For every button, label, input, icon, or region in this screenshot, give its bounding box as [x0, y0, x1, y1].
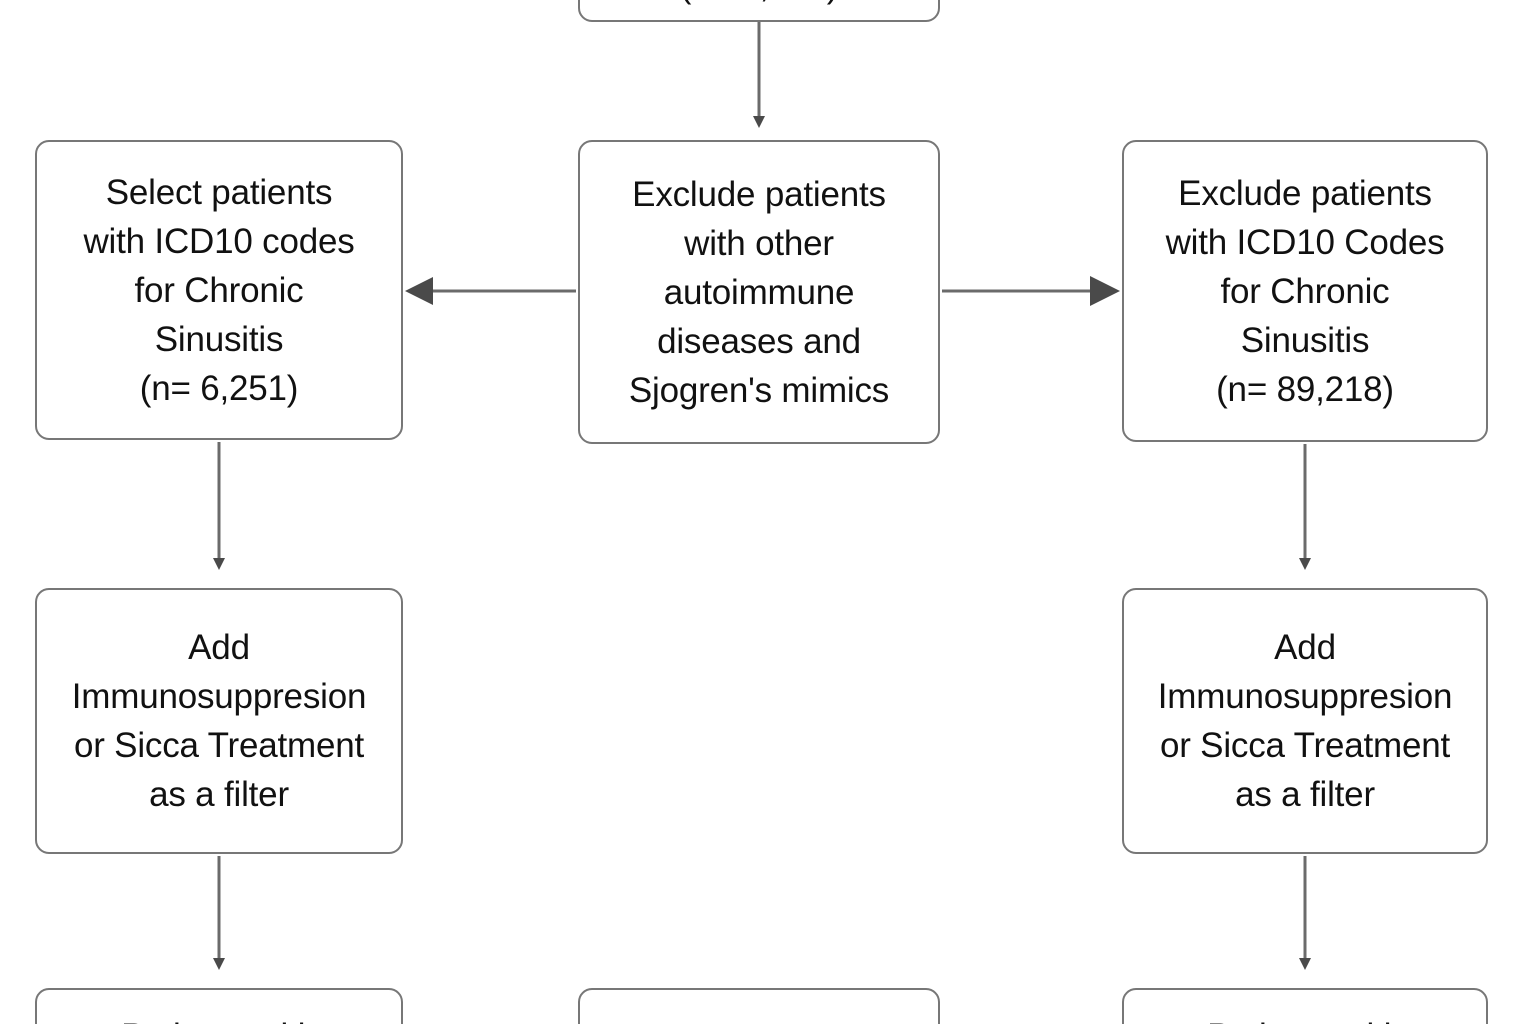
node-patients-with-right[interactable]: Patients with: [1122, 988, 1488, 1024]
node-exclude-autoimmune-mimics[interactable]: Exclude patients with other autoimmune d…: [578, 140, 940, 444]
node-patients-center[interactable]: [578, 988, 940, 1024]
edge-center-to-left: [405, 277, 576, 305]
node-patients-with-left[interactable]: Patients with: [35, 988, 403, 1024]
node-add-filter-right[interactable]: Add Immunosuppresion or Sicca Treatment …: [1122, 588, 1488, 854]
edge-center-to-right: [942, 276, 1120, 306]
node-add-filter-left[interactable]: Add Immunosuppresion or Sicca Treatment …: [35, 588, 403, 854]
node-exclude-chronic-sinusitis[interactable]: Exclude patients with ICD10 Codes for Ch…: [1122, 140, 1488, 442]
node-cohort-total[interactable]: (n= 1,234): [578, 0, 940, 22]
node-select-chronic-sinusitis[interactable]: Select patients with ICD10 codes for Chr…: [35, 140, 403, 440]
